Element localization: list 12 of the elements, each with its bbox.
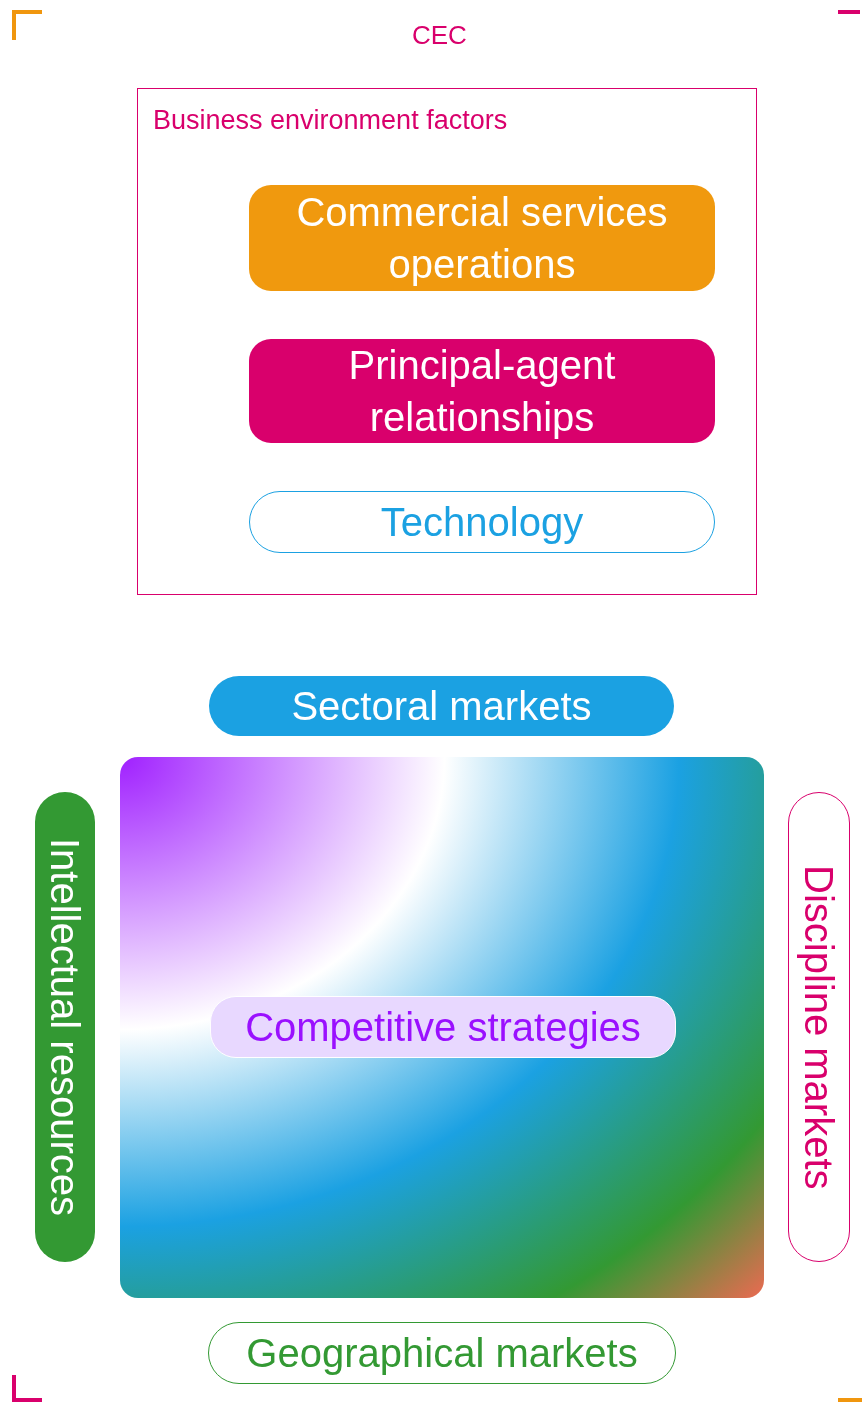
category-pill: Competitive strategies xyxy=(210,996,676,1058)
category-pill: Principal-agent relationships xyxy=(249,339,715,443)
group-heading: Business environment factors xyxy=(153,104,508,137)
gradient-panel xyxy=(120,757,764,1298)
category-pill: Intellectual resources xyxy=(35,792,95,1262)
category-pill: Technology xyxy=(249,491,715,553)
category-pill: Sectoral markets xyxy=(209,676,674,736)
category-pill: Discipline markets xyxy=(788,792,850,1262)
category-pill: Commercial services operations xyxy=(249,185,715,291)
category-pill: Geographical markets xyxy=(208,1322,676,1384)
title: CEC xyxy=(412,20,467,51)
group-frame xyxy=(137,88,757,595)
